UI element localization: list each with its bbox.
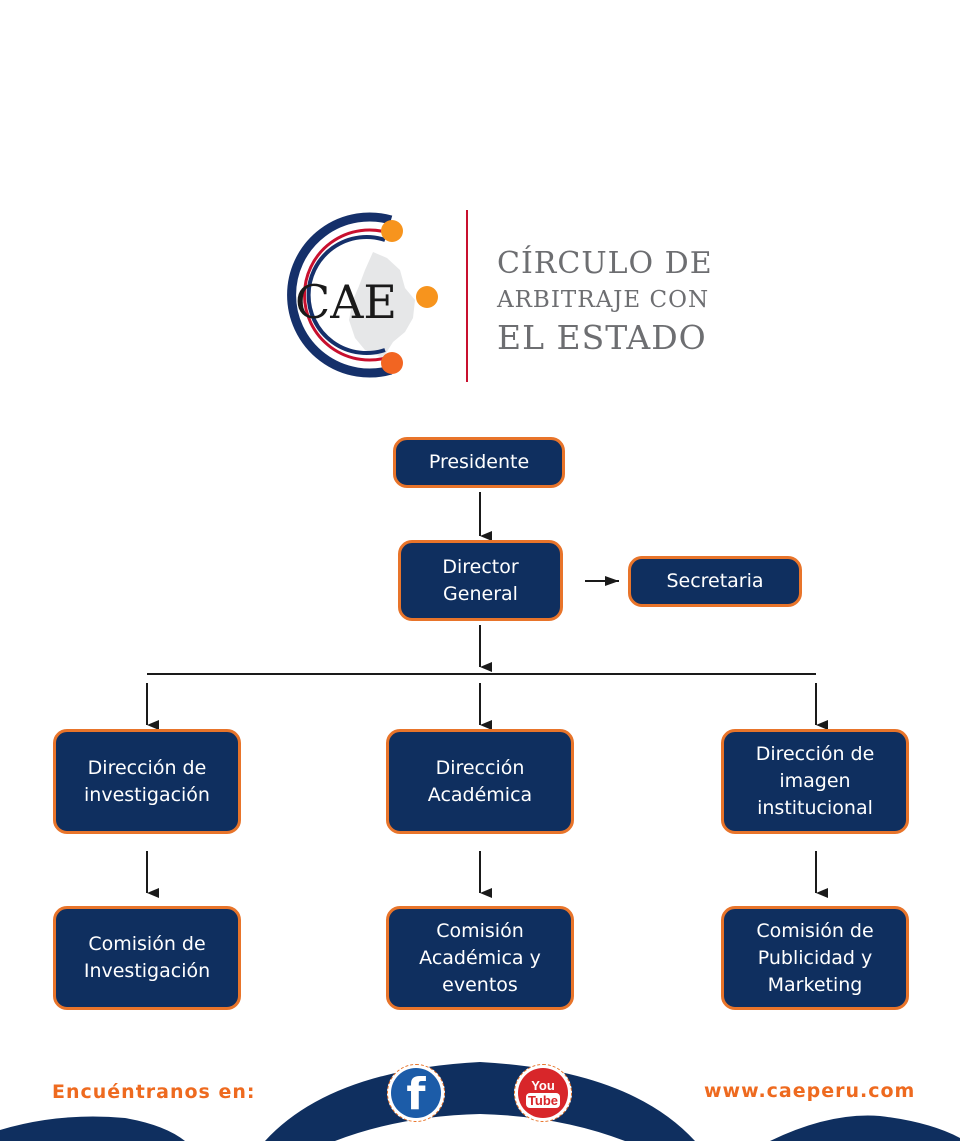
box-director-general: Director General — [398, 540, 563, 621]
cae-logo: CAE — [287, 212, 438, 378]
direccion-investigacion-label: Dirección de investigación — [84, 756, 210, 806]
outer-arc — [287, 212, 393, 378]
peru-map-shape — [349, 252, 415, 358]
orange-dot-bottom — [381, 352, 403, 374]
red-arc — [303, 228, 390, 362]
logo-monogram: CAE — [295, 275, 397, 329]
box-comision-academica: Comisión Académica y eventos — [386, 906, 574, 1010]
direccion-academica-label: Dirección Académica — [427, 756, 533, 806]
find-us-label: Encuéntranos en: — [52, 1081, 256, 1103]
comision-academica-label: Comisión Académica y eventos — [419, 919, 541, 996]
footer-decorative-arcs — [0, 1062, 960, 1141]
box-direccion-investigacion: Dirección de investigación — [53, 729, 241, 834]
facebook-button[interactable]: f — [387, 1064, 445, 1122]
comision-publicidad-label: Comisión de Publicidad y Marketing — [756, 919, 874, 996]
footer-arc-center — [265, 1062, 695, 1141]
orange-dot-top — [381, 220, 403, 242]
facebook-letter: f — [406, 1069, 426, 1118]
direccion-imagen-label: Dirección de imagen institucional — [755, 743, 875, 819]
director-general-label: Director General — [442, 555, 519, 605]
orange-dot-middle — [416, 286, 438, 308]
secretaria-label: Secretaria — [666, 570, 764, 592]
box-secretaria: Secretaria — [628, 556, 802, 607]
org-chart-connectors — [146, 492, 828, 898]
presidente-label: Presidente — [428, 451, 530, 473]
logo-name-line-2: ARBITRAJE CON — [497, 287, 710, 313]
inner-arc — [306, 235, 386, 355]
logo-name-line-3: EL ESTADO — [497, 318, 707, 357]
website-link[interactable]: www.caeperu.com — [704, 1080, 916, 1102]
youtube-label-bottom: Tube — [525, 1092, 561, 1108]
footer-arc-right — [770, 1115, 960, 1141]
youtube-button[interactable]: You Tube — [514, 1064, 572, 1122]
youtube-label-top: You — [531, 1077, 555, 1093]
box-presidente: Presidente — [393, 437, 565, 488]
comision-investigacion-label: Comisión de Investigación — [83, 933, 211, 982]
logo-divider — [466, 210, 468, 382]
box-direccion-academica: Dirección Académica — [386, 729, 574, 834]
box-comision-investigacion: Comisión de Investigación — [53, 906, 241, 1010]
box-direccion-imagen: Dirección de imagen institucional — [721, 729, 909, 834]
footer-arc-left — [0, 1116, 185, 1141]
youtube-icon: You Tube — [518, 1068, 568, 1118]
logo-name-line-1: CÍRCULO DE — [497, 246, 713, 281]
facebook-icon: f — [391, 1068, 441, 1118]
box-comision-publicidad: Comisión de Publicidad y Marketing — [721, 906, 909, 1010]
